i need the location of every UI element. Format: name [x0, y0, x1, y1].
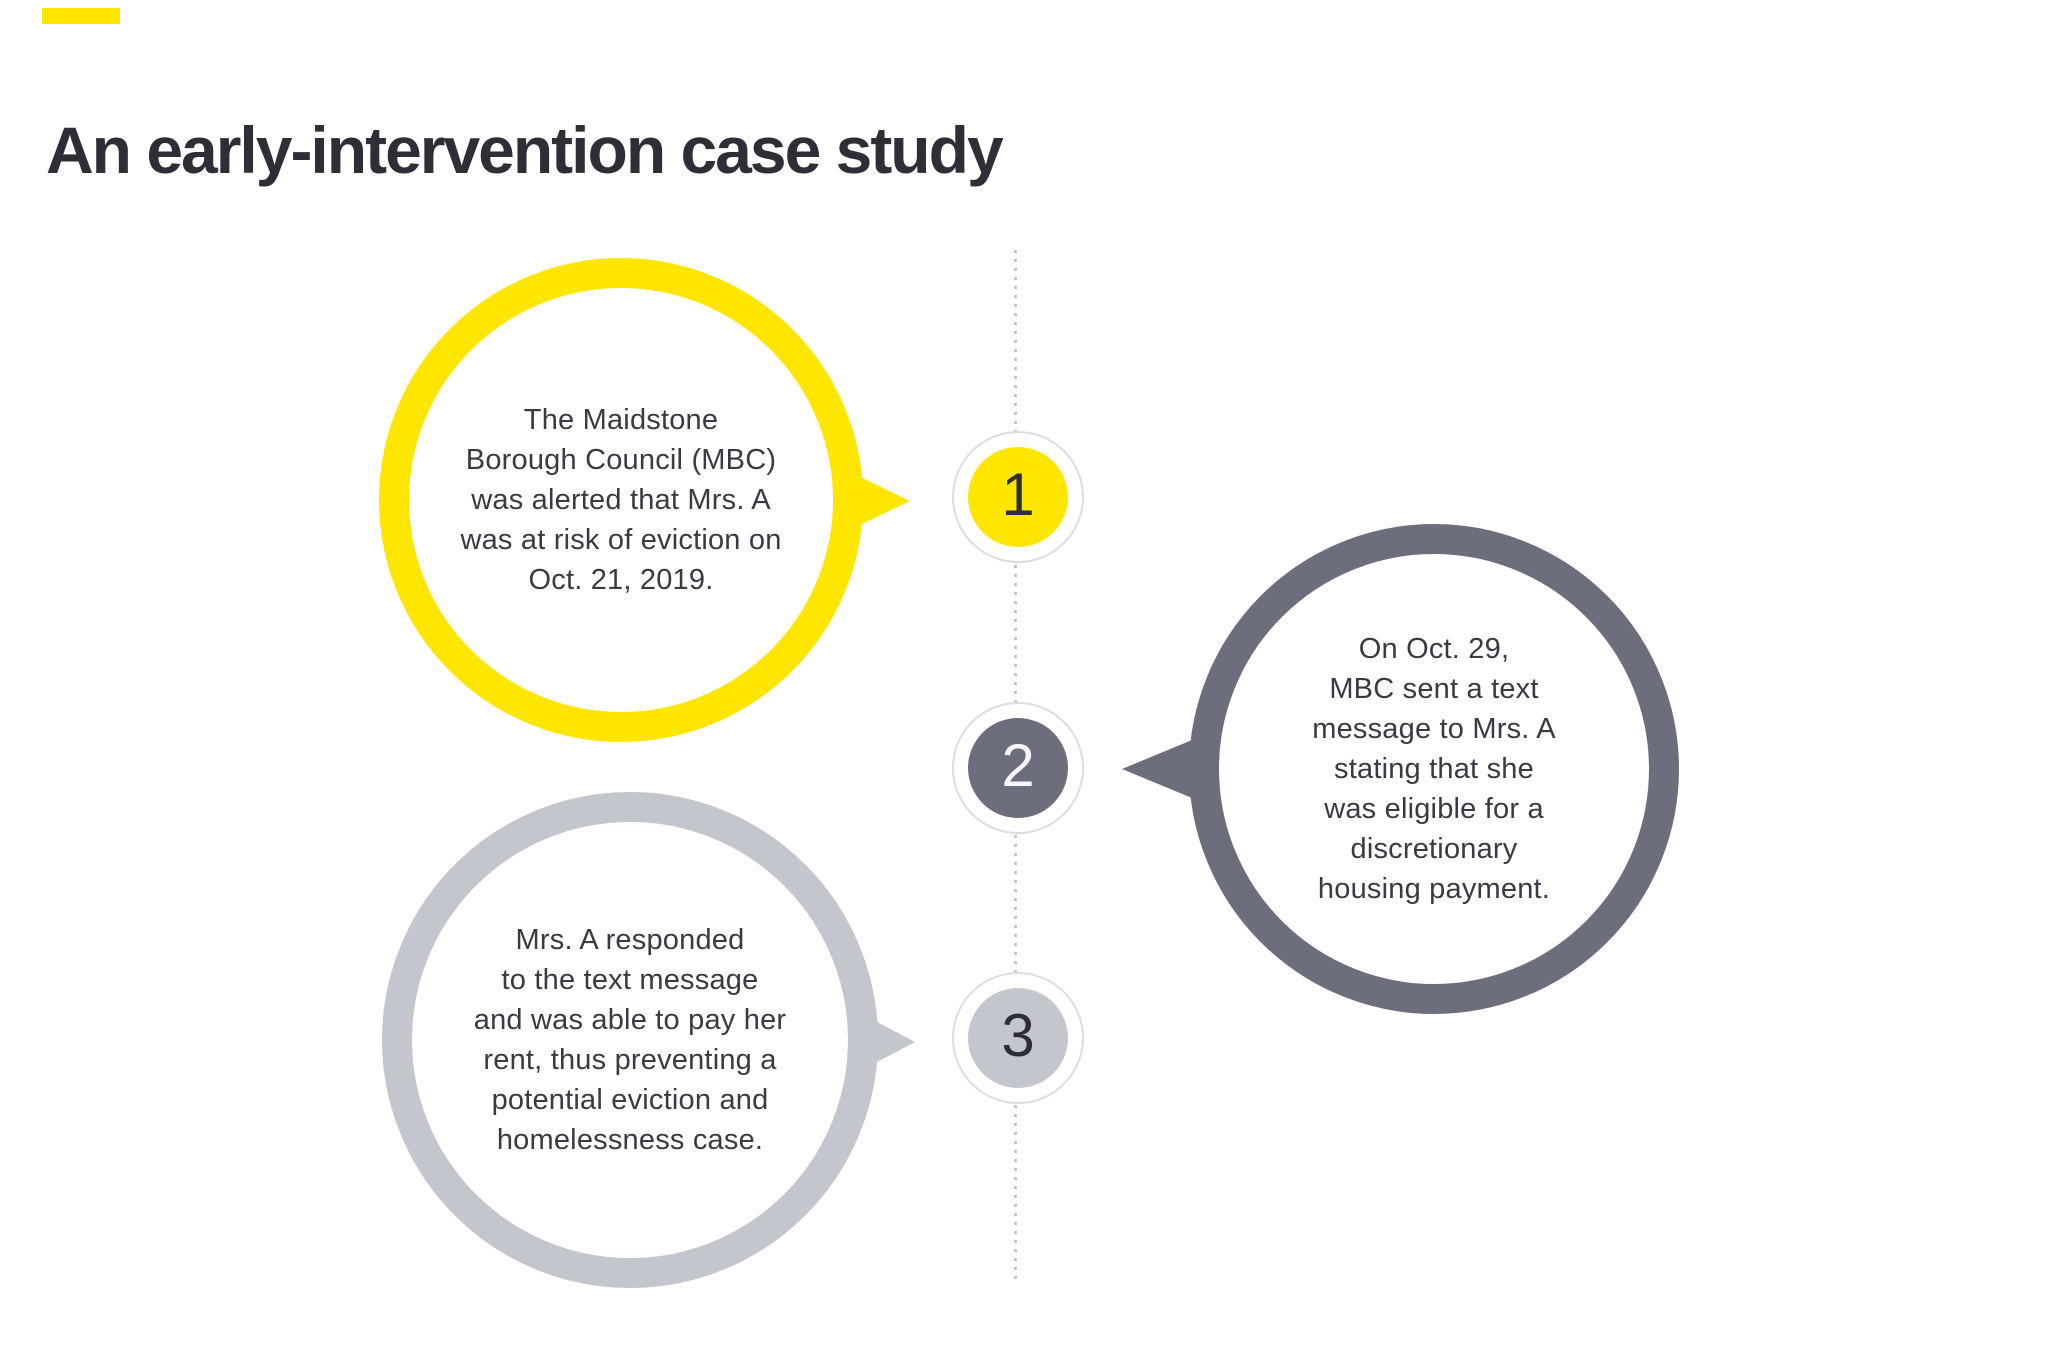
step2-marker: 2: [952, 702, 1084, 834]
step2-bubble-tail: [1122, 740, 1192, 798]
page-title: An early-intervention case study: [46, 113, 1004, 188]
step3-number: 3: [968, 988, 1068, 1088]
step2-bubble: On Oct. 29, MBC sent a text message to M…: [1189, 524, 1679, 1014]
step1-number: 1: [968, 447, 1068, 547]
step1-bubble-text: The Maidstone Borough Council (MBC) was …: [460, 404, 782, 596]
step3-bubble-text: Mrs. A responded to the text message and…: [473, 924, 787, 1156]
brand-accent-bar: [42, 8, 120, 24]
step1-marker: 1: [952, 431, 1084, 563]
step1-bubble: The Maidstone Borough Council (MBC) was …: [379, 258, 863, 742]
step2-number: 2: [968, 718, 1068, 818]
step3-marker: 3: [952, 972, 1084, 1104]
step2-bubble-text: On Oct. 29, MBC sent a text message to M…: [1312, 633, 1556, 905]
step3-bubble: Mrs. A responded to the text message and…: [382, 792, 878, 1288]
